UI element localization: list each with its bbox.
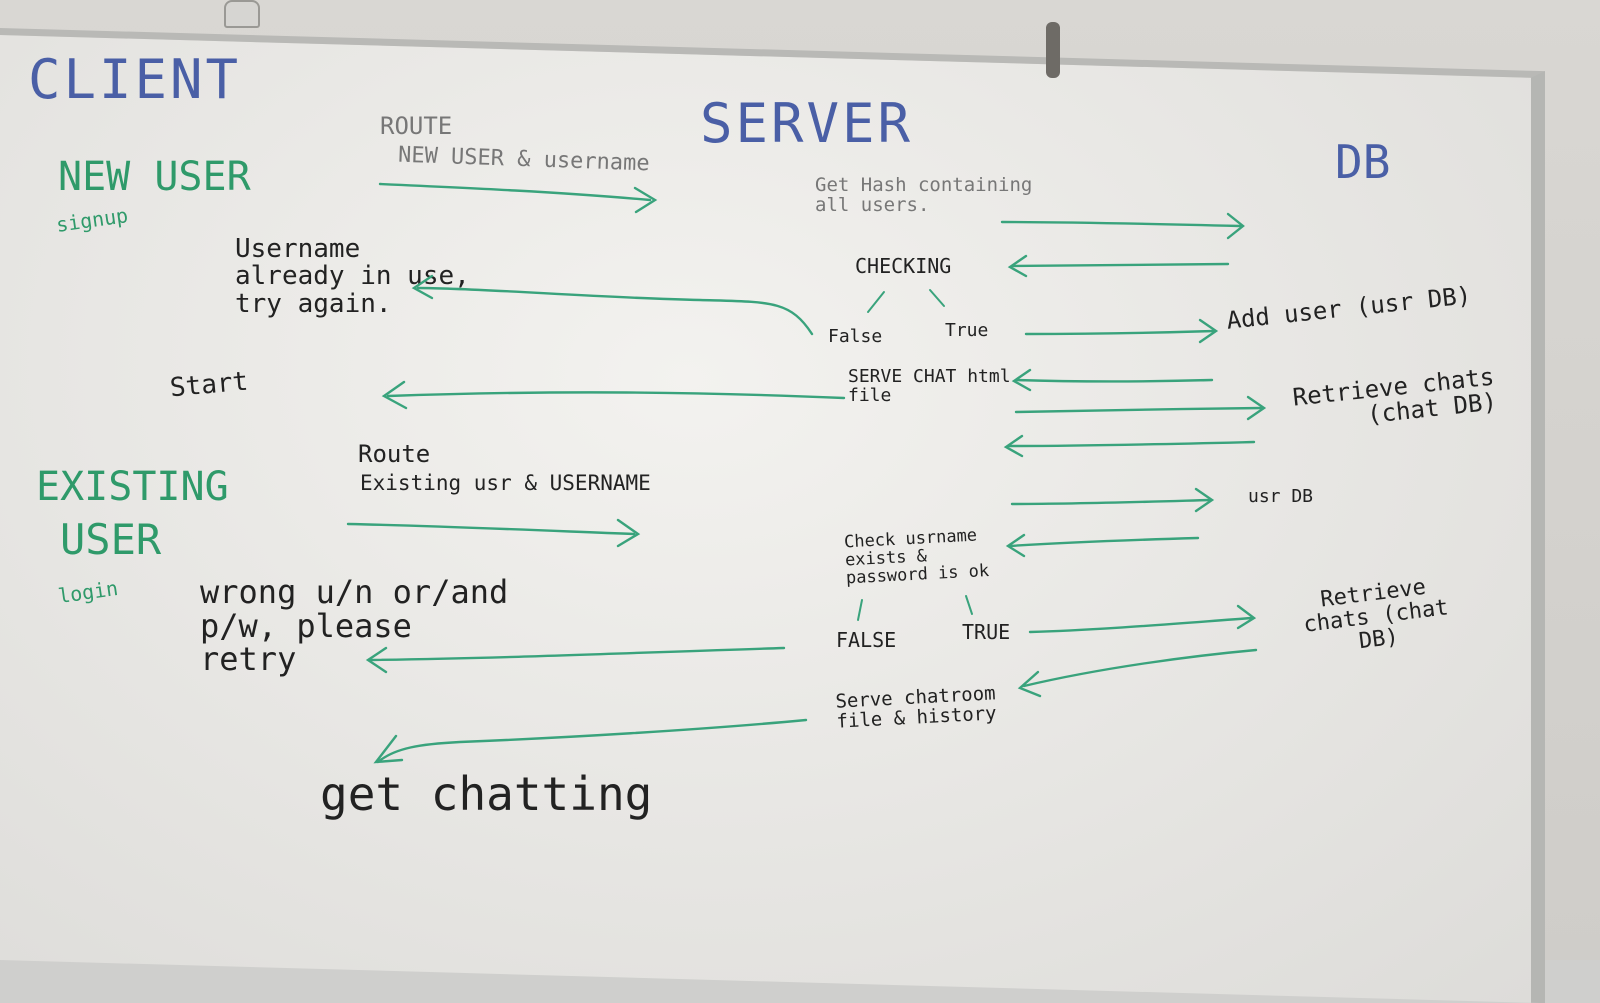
- board-magnet: [1046, 22, 1060, 78]
- arrow-retrieve-return-existing: [1017, 648, 1258, 698]
- arrow-retrieve-return-new: [1003, 434, 1256, 458]
- serve-chat-file: SERVE CHAT html file: [848, 366, 1011, 406]
- arrow-get-chatting: [373, 718, 808, 764]
- existing-user-title-1: EXISTING: [36, 464, 229, 510]
- server-heading: SERVER: [700, 92, 914, 155]
- db-heading: DB: [1335, 135, 1391, 189]
- client-heading: CLIENT: [28, 48, 242, 111]
- arrow-checking-return: [1007, 254, 1230, 278]
- new-user-route-label: ROUTE: [380, 112, 453, 140]
- arrow-route-new-user: [378, 182, 658, 214]
- checking-label: CHECKING: [855, 254, 952, 278]
- arrow-add-user: [1024, 318, 1219, 344]
- arrow-retrieve-chats-existing: [1028, 604, 1257, 634]
- arrow-route-existing: [346, 518, 641, 548]
- existing-route-detail: Existing usr & USERNAME: [360, 471, 651, 495]
- checking-branch-marks: [857, 289, 973, 621]
- board-clip: [224, 0, 260, 28]
- arrow-usr-db: [1010, 487, 1215, 513]
- arrow-get-hash: [1000, 212, 1245, 240]
- server-get-hash: Get Hash containing all users.: [815, 174, 1033, 216]
- usr-db-label: usr DB: [1248, 486, 1314, 507]
- get-chatting: get chatting: [320, 767, 653, 821]
- check-false: FALSE: [836, 628, 897, 652]
- arrow-username-taken: [411, 274, 814, 336]
- arrow-wrong-credentials: [365, 646, 786, 674]
- checking-true: True: [945, 320, 989, 341]
- arrow-retrieve-chats-new: [1014, 395, 1267, 421]
- existing-route-label: Route: [358, 440, 431, 468]
- new-user-title: NEW USER: [58, 154, 251, 200]
- arrow-start: [381, 380, 846, 410]
- wrong-credentials-message: wrong u/n or/and p/w, please retry: [200, 573, 509, 679]
- check-true: TRUE: [962, 620, 1011, 644]
- checking-false: False: [828, 326, 883, 347]
- arrow-db-to-serve: [1011, 368, 1214, 392]
- arrow-usr-db-return: [1005, 533, 1200, 558]
- existing-user-title-2: USER: [60, 515, 162, 564]
- flow-arrows: [346, 182, 1267, 764]
